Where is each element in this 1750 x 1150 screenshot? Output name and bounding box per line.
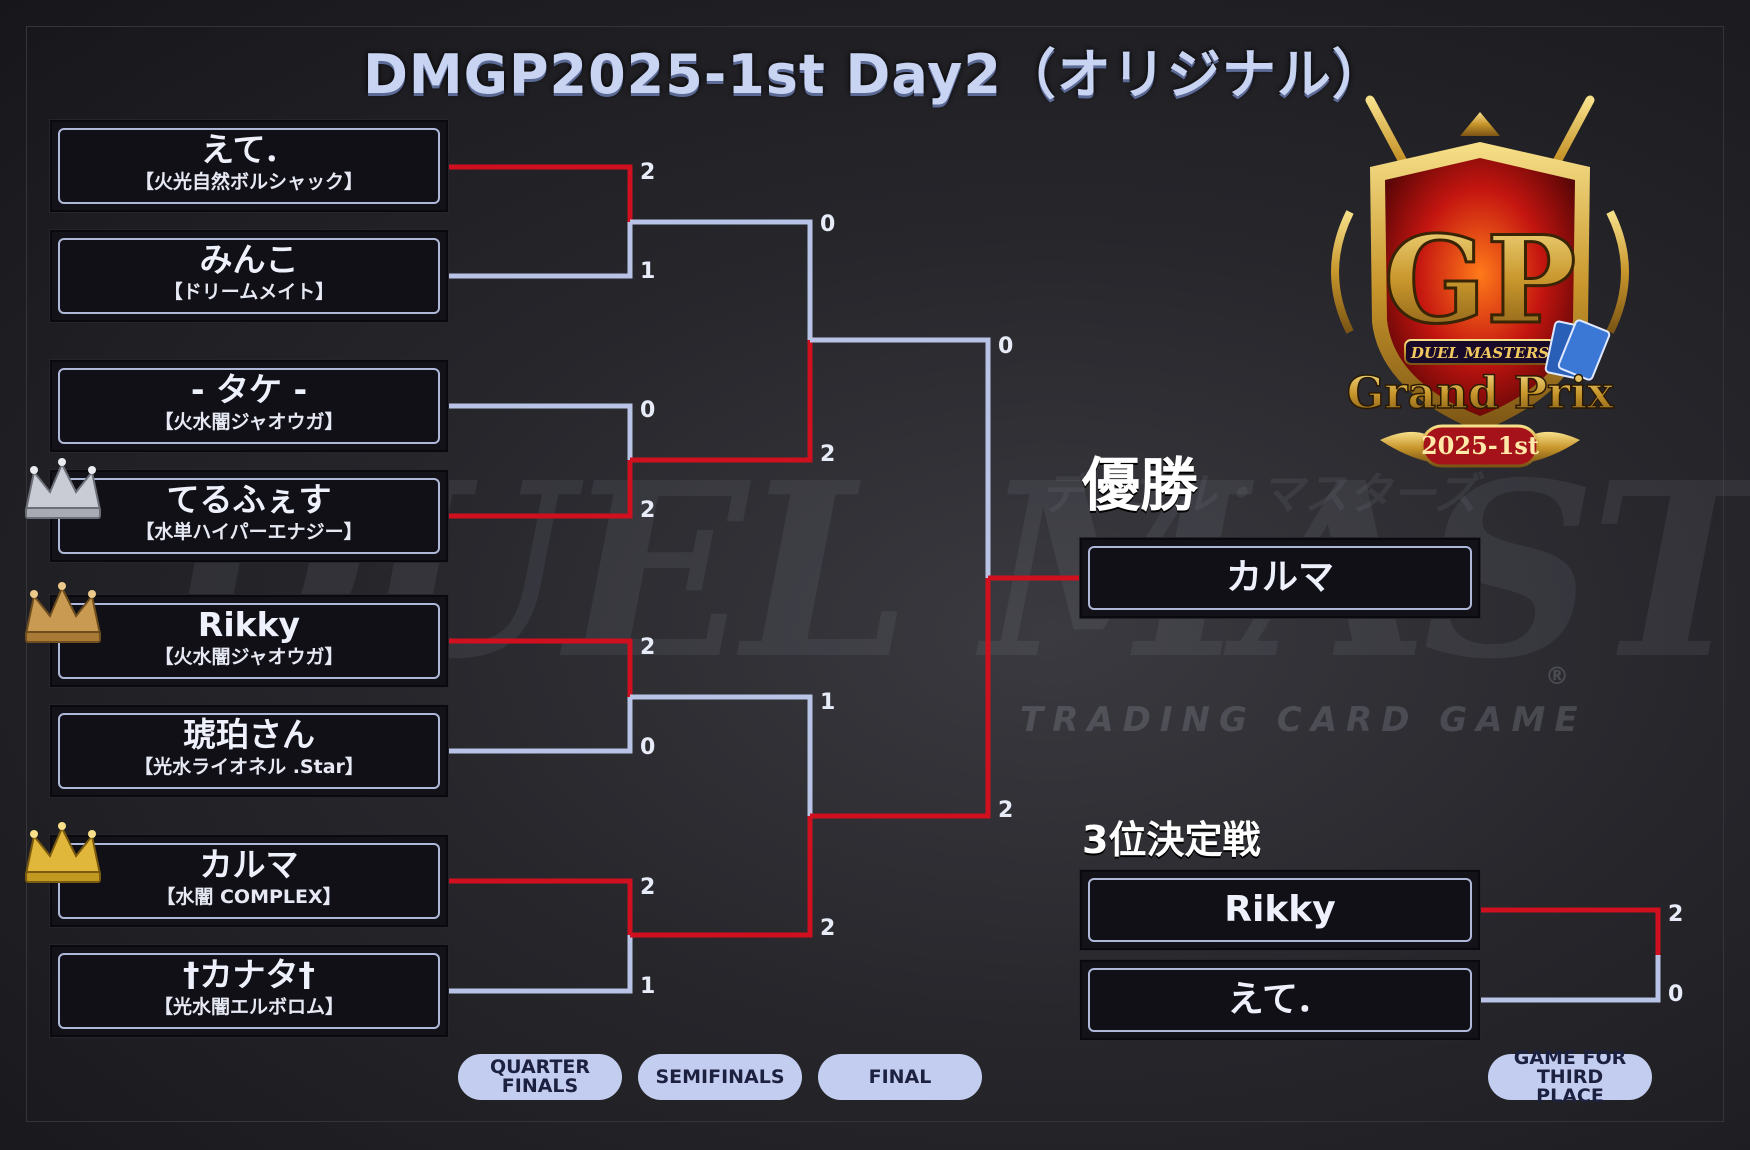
player-deck: 【火水闇ジャオウガ】 <box>154 646 344 668</box>
bracket-line-qf3-winner <box>448 638 633 697</box>
third-place-box-2: えて． <box>1080 960 1480 1040</box>
bracket-line-final-loser <box>810 337 991 578</box>
bracket-line-final-winner <box>810 578 991 819</box>
player-deck: 【水闇 COMPLEX】 <box>156 886 342 908</box>
player-name: えて． <box>201 130 297 169</box>
champion-box: カルマ <box>1080 538 1480 618</box>
player-box-2: みんこ 【ドリームメイト】 <box>50 230 448 322</box>
player-deck: 【光水闇エルボロム】 <box>153 996 344 1018</box>
third-place-score-2: 0 <box>1668 982 1684 1007</box>
bracket-line-qf4-loser <box>448 935 633 994</box>
player-name: みんこ <box>199 240 299 279</box>
ornament-icon <box>1331 210 1629 334</box>
bracket-line-third-loser <box>1480 955 1661 1003</box>
sf-score-1: 0 <box>820 212 836 237</box>
player-deck: 【水単ハイパーエナジー】 <box>135 521 363 543</box>
grand-prix-logo: GP DUEL MASTERS Grand Prix 2025-1st <box>1331 95 1629 468</box>
third-place-name: えて． <box>1227 979 1333 1020</box>
player-box-7: カルマ 【水闇 COMPLEX】 <box>50 835 448 927</box>
bracket-line-qf3-loser <box>448 697 633 754</box>
qf-score-8: 1 <box>640 974 656 999</box>
player-name: - タケ - <box>190 370 308 409</box>
qf-score-7: 2 <box>640 875 656 900</box>
sf-score-2: 2 <box>820 442 836 467</box>
qf-score-1: 2 <box>640 160 656 185</box>
bracket-line-qf1-loser <box>448 222 633 279</box>
third-place-box-1: Rikky <box>1080 870 1480 950</box>
qf-score-3: 0 <box>640 398 656 423</box>
qf-score-5: 2 <box>640 635 656 660</box>
champion-heading: 優勝 <box>1077 451 1203 522</box>
silver-crown-icon <box>24 458 102 519</box>
player-deck: 【火光自然ボルシャック】 <box>134 171 363 193</box>
grand-prix-text: Grand Prix <box>1347 368 1614 419</box>
player-box-6: 琥珀さん 【光水ライオネル .Star】 <box>50 705 448 797</box>
player-deck: 【ドリームメイト】 <box>163 281 335 303</box>
bracket-line-qf4-winner <box>448 878 633 935</box>
bracket-line-qf2-loser <box>448 403 633 460</box>
player-box-4: てるふぇす 【水単ハイパーエナジー】 <box>50 470 448 562</box>
player-name: カルマ <box>199 845 299 884</box>
player-box-1: えて． 【火光自然ボルシャック】 <box>50 120 448 212</box>
bracket-line-sf1-winner <box>630 340 813 463</box>
bracket-line-sf2-loser <box>630 694 813 816</box>
watermark-subtitle: TRADING CARD GAME <box>1020 700 1587 740</box>
final-score-1: 0 <box>998 334 1014 359</box>
gp-letters: GP <box>1384 210 1577 351</box>
player-name: てるふぇす <box>166 480 332 519</box>
player-name: †カナタ† <box>183 955 315 994</box>
player-box-3: - タケ - 【火水闇ジャオウガ】 <box>50 360 448 452</box>
qf-score-4: 2 <box>640 498 656 523</box>
round-label-quarterfinals: QUARTER FINALS <box>458 1054 622 1100</box>
bracket-line-qf2-winner <box>448 460 633 519</box>
player-deck: 【火水闇ジャオウガ】 <box>154 411 344 433</box>
bracket-line-qf1-winner <box>448 164 633 222</box>
qf-score-2: 1 <box>640 259 656 284</box>
brand-text: DUEL MASTERS <box>1410 344 1549 362</box>
bronze-crown-icon <box>24 582 102 643</box>
round-label-third-place: GAME FOR THIRD PLACE <box>1488 1048 1652 1105</box>
champion-name: カルマ <box>1225 557 1334 598</box>
bracket-line-third-winner <box>1480 907 1661 955</box>
third-place-score-1: 2 <box>1668 902 1684 927</box>
watermark-registered: ® <box>1545 662 1569 690</box>
edition-text: 2025-1st <box>1421 431 1539 460</box>
gold-crown-icon <box>24 822 102 883</box>
round-label-semifinals: SEMIFINALS <box>638 1054 802 1100</box>
player-box-5: Rikky 【火水闇ジャオウガ】 <box>50 595 448 687</box>
cards-icon <box>1544 319 1611 381</box>
final-score-2: 2 <box>998 798 1014 823</box>
qf-score-6: 0 <box>640 735 656 760</box>
third-place-heading: 3位決定戦 <box>1082 818 1261 862</box>
frame-border <box>26 26 1724 1122</box>
sf-score-4: 2 <box>820 916 836 941</box>
player-deck: 【光水ライオネル .Star】 <box>134 756 364 778</box>
player-name: Rikky <box>197 605 301 644</box>
player-name: 琥珀さん <box>183 715 315 754</box>
third-place-name: Rikky <box>1224 889 1336 930</box>
player-box-8: †カナタ† 【光水闇エルボロム】 <box>50 945 448 1037</box>
bracket-line-sf2-winner <box>630 816 813 938</box>
bracket-line-sf1-loser <box>630 219 813 340</box>
round-label-final: FINAL <box>818 1054 982 1100</box>
page-title: DMGP2025-1st Day2（オリジナル） <box>363 43 1387 106</box>
sf-score-3: 1 <box>820 690 836 715</box>
